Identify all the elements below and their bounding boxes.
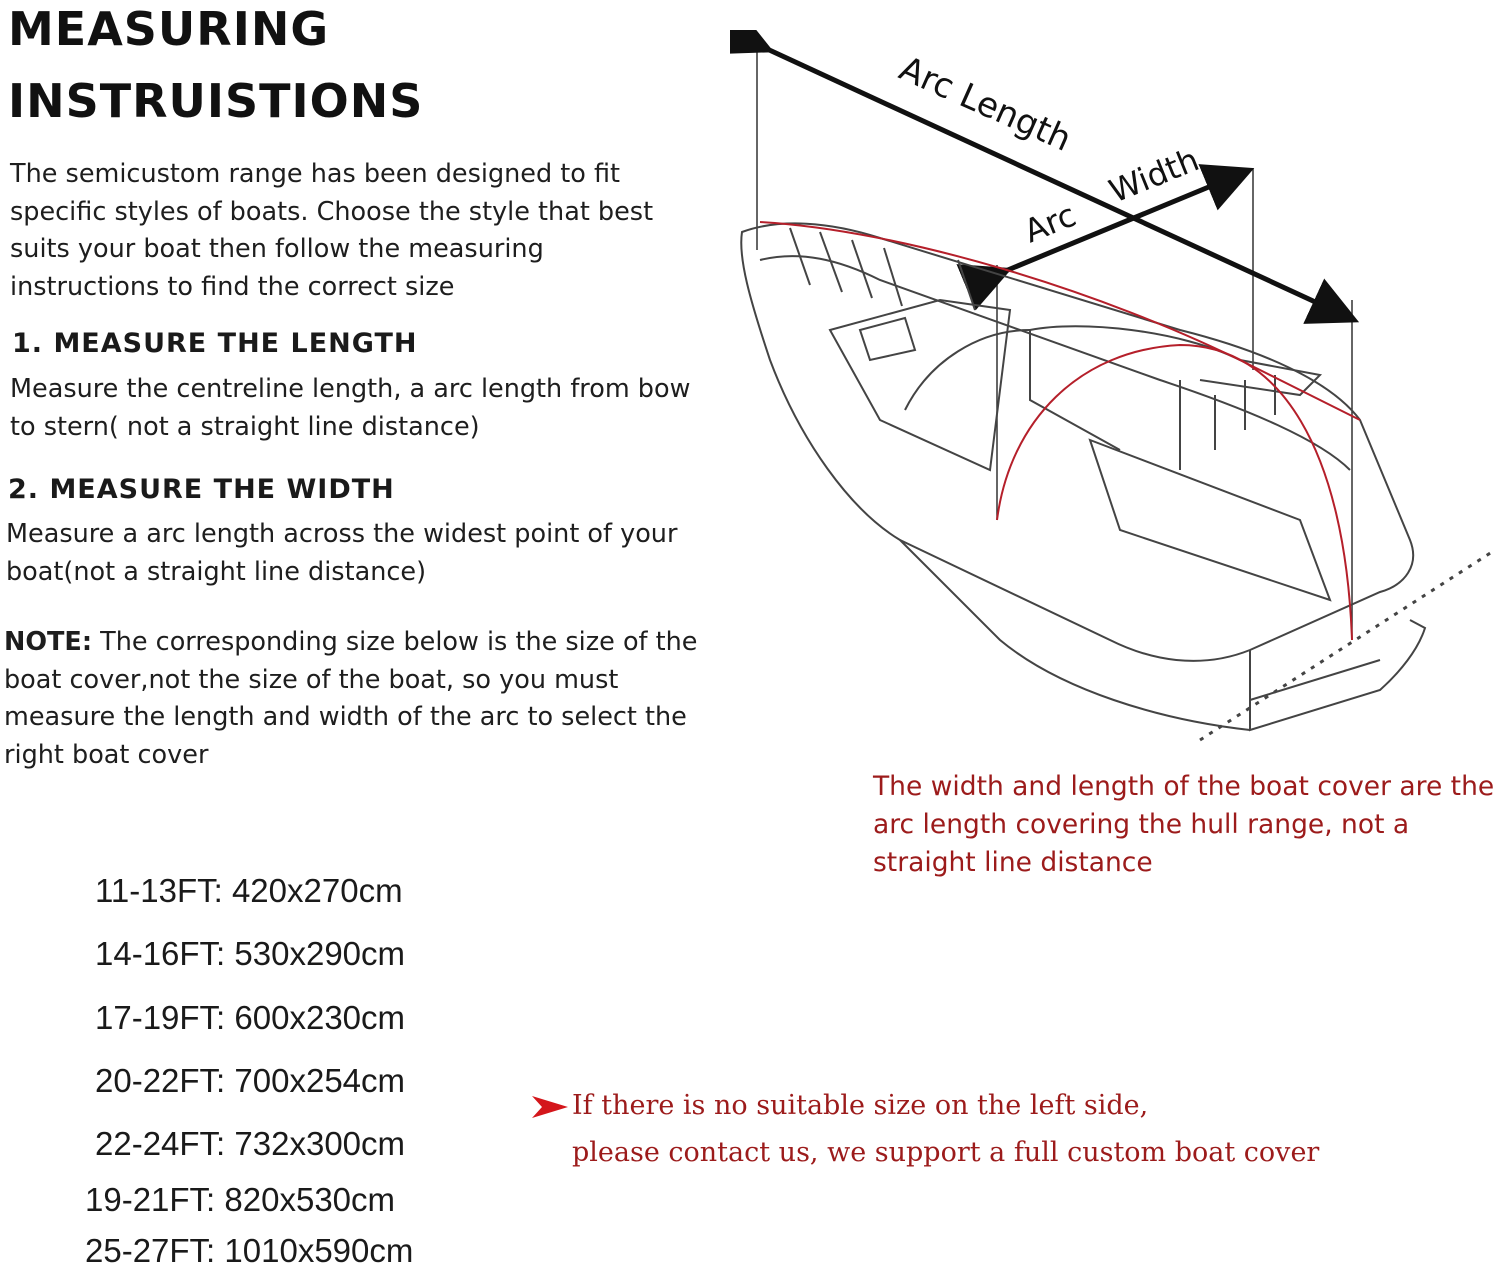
size-range: 22-24FT: (95, 1125, 226, 1162)
arc-length-label: Arc Length (893, 49, 1077, 160)
note-text: The corresponding size below is the size… (4, 627, 698, 770)
step-1-text: Measure the centreline length, a arc len… (10, 374, 691, 442)
size-value: 420x270cm (231, 872, 403, 909)
size-row: 14-16FT: 530x290cm (95, 935, 405, 973)
arrow-right-icon (532, 1095, 568, 1118)
size-row: 19-21FT: 820x530cm (85, 1181, 395, 1219)
size-range: 20-22FT: (95, 1062, 226, 1099)
boat-diagram: Arc Length Arc Width (730, 30, 1496, 742)
size-row: 20-22FT: 700x254cm (95, 1062, 405, 1100)
page-title-line-1: MEASURING (8, 2, 330, 56)
bow-stripes (789, 227, 976, 311)
size-value: 530x290cm (234, 935, 406, 972)
custom-note-line-1: If there is no suitable size on the left… (530, 1082, 1319, 1129)
size-range: 14-16FT: (95, 935, 226, 972)
boat-hull (740, 222, 1427, 732)
custom-note-line-2: please contact us, we support a full cus… (572, 1137, 1320, 1168)
size-value: 700x254cm (234, 1062, 406, 1099)
width-arrow (956, 164, 1255, 311)
size-range: 17-19FT: (95, 999, 226, 1036)
size-row: 25-27FT: 1010x590cm (85, 1232, 413, 1270)
note-paragraph: NOTE: The corresponding size below is th… (4, 624, 724, 774)
size-value: 1010x590cm (224, 1232, 414, 1269)
width-label: Width (1104, 140, 1204, 210)
size-value: 820x530cm (224, 1181, 396, 1218)
step-2-heading: 2. MEASURE THE WIDTH (8, 474, 395, 505)
step-2-text: Measure a arc length across the widest p… (6, 519, 678, 587)
size-range: 25-27FT: (85, 1232, 216, 1269)
arc-length-arrow (730, 30, 1360, 324)
size-range: 11-13FT: (95, 872, 223, 909)
size-row: 11-13FT: 420x270cm (95, 872, 403, 910)
arc-note: The width and length of the boat cover a… (873, 771, 1495, 878)
custom-note-text-1: If there is no suitable size on the left… (572, 1090, 1149, 1121)
page-title-line-2: INSTRUISTIONS (8, 74, 424, 128)
custom-note: If there is no suitable size on the left… (530, 1082, 1319, 1176)
arc-lines (759, 221, 1361, 641)
size-value: 600x230cm (234, 999, 406, 1036)
step-1-heading: 1. MEASURE THE LENGTH (12, 328, 418, 359)
waterline (1199, 548, 1496, 742)
size-value: 732x300cm (234, 1125, 406, 1162)
size-row: 17-19FT: 600x230cm (95, 999, 405, 1037)
intro-paragraph: The semicustom range has been designed t… (10, 159, 654, 302)
note-label: NOTE: (4, 627, 93, 657)
size-row: 22-24FT: 732x300cm (95, 1125, 405, 1163)
size-range: 19-21FT: (85, 1181, 216, 1218)
